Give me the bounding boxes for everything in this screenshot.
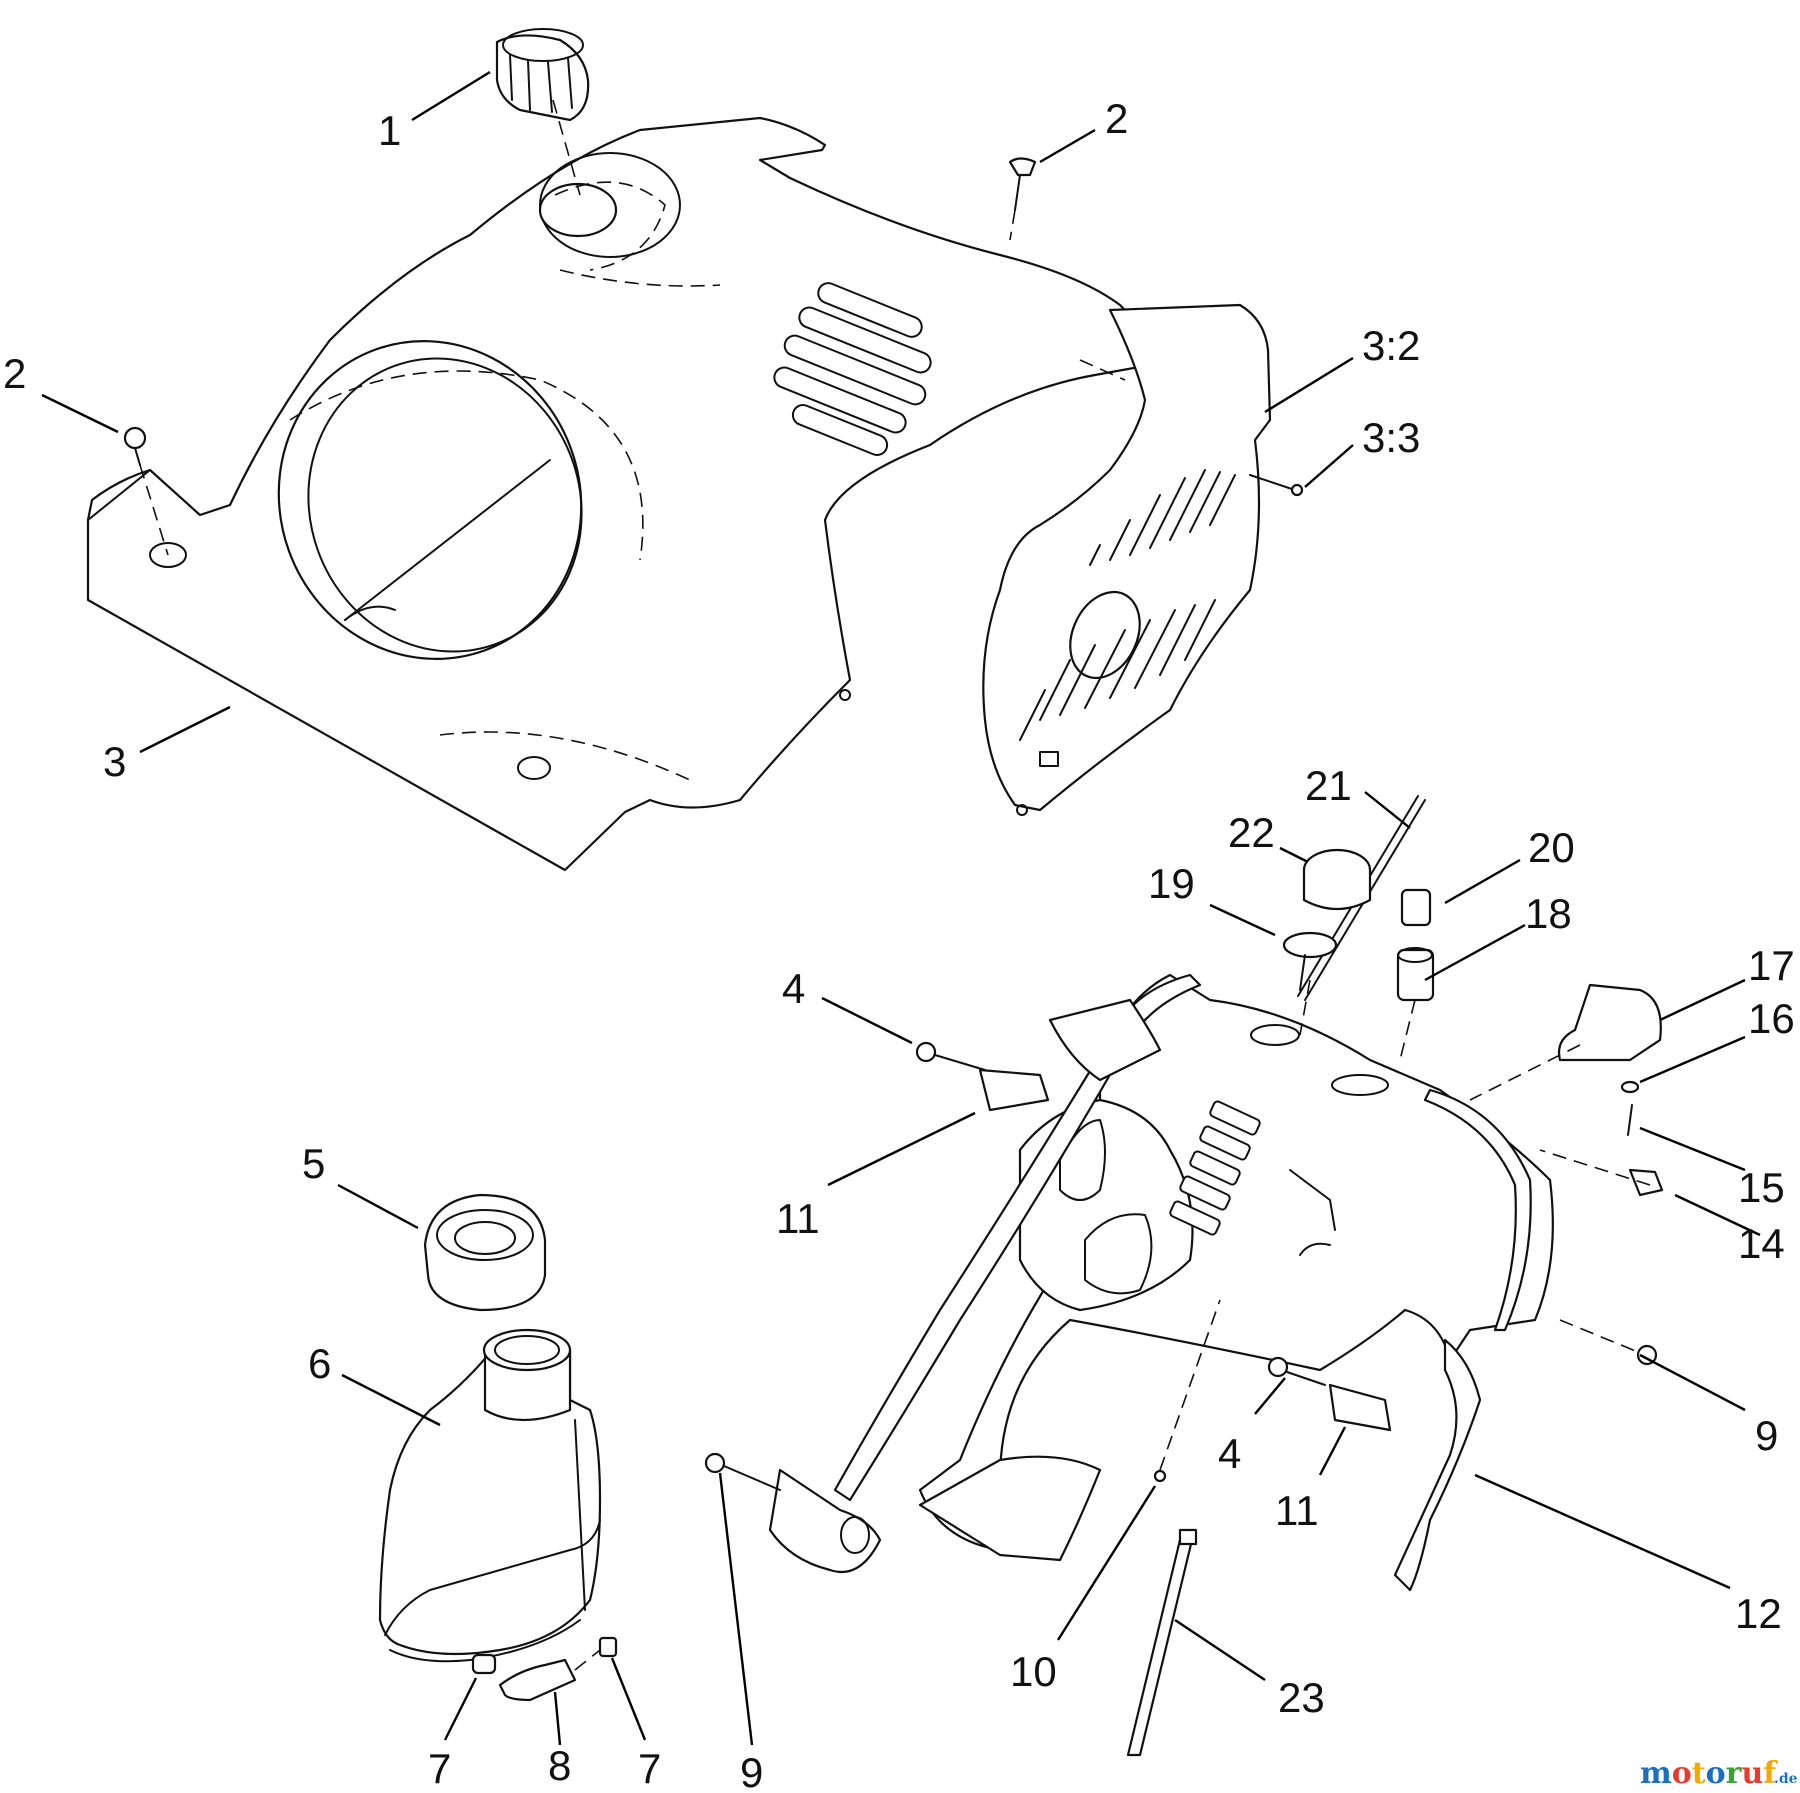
fuel-tank-part	[378, 1328, 618, 1702]
side-grille-panel-part	[982, 303, 1272, 816]
callout-9-right: 9	[1755, 1412, 1778, 1459]
callout-3-2: 3:2	[1362, 322, 1420, 369]
logo-letter: u	[1741, 1756, 1763, 1791]
callout-4-upper: 4	[782, 965, 805, 1012]
shroud-vent-slots	[773, 282, 932, 456]
grommet-part	[423, 1193, 547, 1312]
callout-15: 15	[1738, 1164, 1785, 1211]
callout-labels: 1 2 2 3 3:2 3:3 4 11 5 6 7 8 7 9 10 4 11…	[3, 95, 1795, 1793]
logo-letter: f	[1763, 1756, 1778, 1791]
callout-19: 19	[1148, 860, 1195, 907]
callout-2-top: 2	[1105, 95, 1128, 142]
callout-17: 17	[1748, 942, 1795, 989]
callout-7-right: 7	[638, 1745, 661, 1792]
callout-7-left: 7	[428, 1745, 451, 1792]
callout-1: 1	[378, 107, 401, 154]
grille-slats	[1019, 469, 1236, 741]
logo-letter: t	[1692, 1756, 1706, 1791]
callout-9-left: 9	[740, 1749, 763, 1793]
assembly-lines	[139, 99, 1416, 1061]
callout-16: 16	[1748, 995, 1795, 1042]
callout-6: 6	[308, 1340, 331, 1387]
callout-18: 18	[1525, 890, 1572, 937]
leader-lines	[41, 70, 1761, 1746]
callout-3-3: 3:3	[1362, 414, 1420, 461]
callout-20: 20	[1528, 824, 1575, 871]
callout-23: 23	[1278, 1674, 1325, 1721]
callout-22: 22	[1228, 809, 1275, 856]
callout-21: 21	[1305, 762, 1352, 809]
motoruf-logo: motoruf .de	[1640, 1756, 1798, 1791]
callout-3: 3	[103, 738, 126, 785]
shroud-part	[86, 116, 1152, 872]
fasteners	[123, 157, 1664, 1757]
callout-2-left: 2	[3, 350, 26, 397]
callout-10: 10	[1010, 1648, 1057, 1695]
callout-12: 12	[1735, 1590, 1782, 1637]
control-panel-part	[768, 973, 1554, 1592]
fuel-cap-part	[495, 28, 590, 122]
svg-text:motoruf: motoruf	[1640, 1756, 1778, 1791]
panel-vent-slots	[1169, 1100, 1261, 1236]
callout-4-lower: 4	[1218, 1430, 1241, 1477]
logo-tld: .de	[1774, 1771, 1798, 1787]
callout-11-lower: 11	[1275, 1487, 1319, 1534]
logo-letter: o	[1706, 1756, 1726, 1791]
callout-11-upper: 11	[776, 1195, 820, 1242]
logo-letter: o	[1672, 1756, 1692, 1791]
logo-letter: m	[1640, 1756, 1672, 1791]
callout-5: 5	[302, 1140, 325, 1187]
callout-14: 14	[1738, 1220, 1785, 1267]
logo-letter: r	[1726, 1756, 1743, 1791]
callout-8: 8	[548, 1742, 571, 1789]
